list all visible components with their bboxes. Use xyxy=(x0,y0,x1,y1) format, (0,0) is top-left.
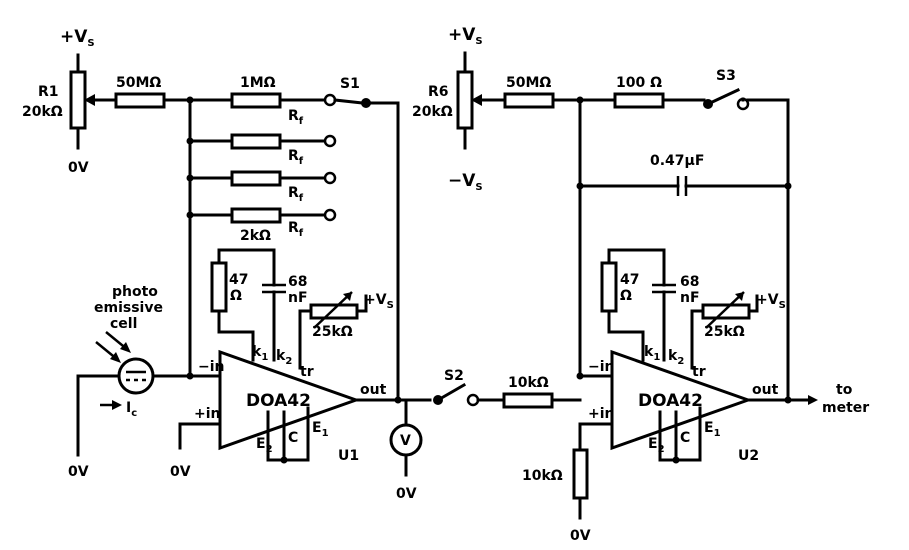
label-minus-in-u1: −in xyxy=(198,359,225,375)
label-out-u2: out xyxy=(752,382,779,398)
r1-value: 20kΩ xyxy=(22,104,63,120)
label-2k: 2kΩ xyxy=(240,228,271,244)
label-cell: cell xyxy=(110,316,137,332)
switch-s1 xyxy=(333,98,400,108)
gnd-label-r1: 0V xyxy=(68,160,89,176)
label-c-u1: C xyxy=(288,430,298,446)
label-doa42-u2: DOA42 xyxy=(638,391,703,411)
label-rf-1: Rf xyxy=(288,108,304,127)
label-plus-vs-u1: +VS xyxy=(364,292,394,311)
capacitor-047uf xyxy=(578,176,790,196)
compensation-network-u1 xyxy=(210,248,286,362)
label-rf-4: Rf xyxy=(288,220,304,239)
resistor-50m-left xyxy=(114,92,166,109)
resistor-2k xyxy=(188,207,337,224)
left-stage xyxy=(69,53,432,477)
label-s1: S1 xyxy=(340,76,360,92)
gnd-label-photo: 0V xyxy=(68,464,89,480)
label-plus-vs-u2: +VS xyxy=(756,292,786,311)
opamp-u2 xyxy=(572,349,818,520)
label-10k-ground: 10kΩ xyxy=(522,468,563,484)
label-25k-u1: 25kΩ xyxy=(312,324,353,340)
label-50m-right: 50MΩ xyxy=(506,75,551,91)
r1-name: R1 xyxy=(38,84,59,100)
label-e2-u1: E2 xyxy=(256,436,273,455)
gnd-label-u2: 0V xyxy=(570,528,591,544)
switch-s2 xyxy=(433,382,582,409)
vs-plus-left-label: +VS xyxy=(60,27,95,49)
gnd-label-voltmeter: 0V xyxy=(396,486,417,502)
resistor-100 xyxy=(613,92,665,109)
label-c-u2: C xyxy=(680,430,690,446)
compensation-network-u2 xyxy=(600,248,676,362)
label-68: 68 xyxy=(288,274,307,290)
label-rf-2: Rf xyxy=(288,148,304,167)
labels: +VS R1 20kΩ 0V 50MΩ 1MΩ S1 Rf Rf Rf Rf 2… xyxy=(22,25,869,544)
label-nf-u2: nF xyxy=(680,290,700,306)
label-tr-u1: tr xyxy=(300,364,314,380)
vs-minus-right-label: −VS xyxy=(448,171,483,193)
resistor-10k-series xyxy=(502,392,554,409)
label-ic: Ic xyxy=(126,400,137,419)
gnd-label-u1-plus: 0V xyxy=(170,464,191,480)
label-047uf: 0.47μF xyxy=(650,153,704,169)
label-nf: nF xyxy=(288,290,308,306)
label-s3: S3 xyxy=(716,68,736,84)
label-e1-u2: E1 xyxy=(704,420,721,439)
label-rf-3: Rf xyxy=(288,185,304,204)
label-47-u2: 47 xyxy=(620,272,639,288)
label-plus-in-u2: +in xyxy=(588,406,615,422)
potentiometer-r6 xyxy=(456,51,507,150)
label-u2: U2 xyxy=(738,448,759,464)
label-e1-u1: E1 xyxy=(312,420,329,439)
label-100: 100 Ω xyxy=(616,75,662,91)
resistor-50m-right xyxy=(503,92,555,109)
label-e2-u2: E2 xyxy=(648,436,665,455)
label-k2-u1: k2 xyxy=(276,348,292,367)
label-47: 47 xyxy=(229,272,248,288)
label-meter: meter xyxy=(822,400,869,416)
resistor-10k-ground xyxy=(572,448,589,500)
opamp-u1 xyxy=(178,349,402,464)
label-50m-left: 50MΩ xyxy=(116,75,161,91)
photoemissive-cell xyxy=(76,331,192,457)
label-tr-u2: tr xyxy=(692,364,706,380)
label-k1-u2: k1 xyxy=(644,344,660,363)
label-k1-u1: k1 xyxy=(252,344,268,363)
resistor-rf-2 xyxy=(188,133,337,150)
right-stage xyxy=(456,51,818,520)
resistor-1m xyxy=(230,92,282,109)
label-s2: S2 xyxy=(444,368,464,384)
label-minus-in-u2: −in xyxy=(588,359,615,375)
voltmeter xyxy=(389,398,423,477)
label-k2-u2: k2 xyxy=(668,348,684,367)
label-photo: photo xyxy=(112,284,158,300)
label-doa42-u1: DOA42 xyxy=(246,391,311,411)
label-68-u2: 68 xyxy=(680,274,699,290)
label-voltmeter: V xyxy=(400,433,411,449)
label-10k-series: 10kΩ xyxy=(508,375,549,391)
label-ohm-47: Ω xyxy=(230,288,242,304)
label-u1: U1 xyxy=(338,448,359,464)
label-out-u1: out xyxy=(360,382,387,398)
label-to: to xyxy=(836,382,853,398)
switch-s3 xyxy=(703,88,790,111)
label-1m: 1MΩ xyxy=(240,75,276,91)
r6-name: R6 xyxy=(428,84,449,100)
label-ohm-47-u2: Ω xyxy=(620,288,632,304)
vs-plus-right-label: +VS xyxy=(448,25,483,47)
label-plus-in-u1: +in xyxy=(194,406,221,422)
label-25k-u2: 25kΩ xyxy=(704,324,745,340)
label-emissive: emissive xyxy=(94,300,163,316)
potentiometer-r1 xyxy=(69,53,118,150)
resistor-rf-3 xyxy=(188,170,337,187)
trim-pot-25k-u1 xyxy=(298,291,368,370)
trim-pot-25k-u2 xyxy=(690,291,759,370)
r6-value: 20kΩ xyxy=(412,104,453,120)
